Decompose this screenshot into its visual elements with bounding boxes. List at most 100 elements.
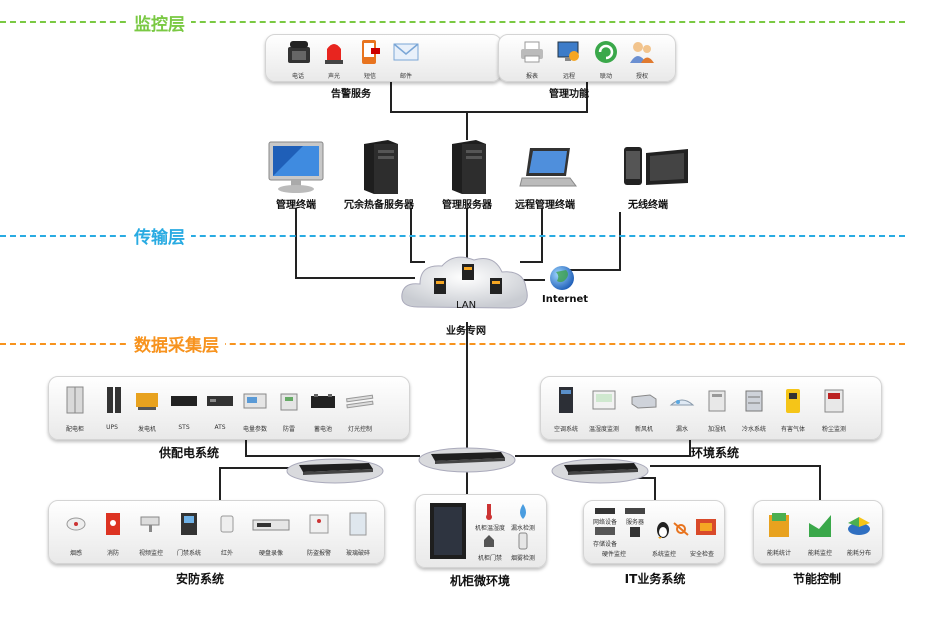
mgmt-server-label: 管理服务器 [442,200,492,211]
sts-icon [171,396,197,406]
backup-server-icon [364,140,398,194]
power-item-label: 发电机 [137,426,157,433]
power-item-label: 配电柜 [65,426,85,433]
env-item-label: 加湿机 [707,426,727,433]
sms-icon [362,40,380,64]
it-item-label: 硬件监控 [601,551,627,558]
battery-icon [311,394,335,408]
chiller-icon [745,390,763,412]
security-system-panel: 烟感 消防 视频监控 门禁系统 红外 硬盘录像 防盗报警 玻璃破碎 [48,500,385,564]
light-control-icon [346,394,374,409]
power-item-label: STS [178,424,190,431]
security-item-label: 消防 [106,550,120,557]
power-item-label: 电量参数 [242,426,268,433]
env-item-label: 冷水系统 [741,426,767,433]
printer-icon [521,41,543,63]
ups-icon [107,387,121,413]
energy-distribution-icon [848,517,870,535]
security-item-label: 硬盘录像 [258,550,284,557]
power-item-label: 蓄电池 [313,426,333,433]
dust-monitor-icon [824,389,844,413]
it-system-panel: 网络设备 服务器 存储设备 硬件监控 系统监控 安全检查 [583,500,725,564]
collect-layer-title: 数据采集层 [128,331,225,356]
monitor-terminal-icon [268,141,324,193]
collect-layer-line [0,343,905,345]
lightning-protection-icon [280,393,298,411]
it-item-label: 系统监控 [651,551,677,558]
security-item-label: 视频监控 [138,550,164,557]
lan-label: LAN [455,300,477,311]
infrared-sensor-icon [220,515,234,533]
it-item-label: 网络设备 [592,519,618,526]
storage-device-icon [595,527,615,535]
server-rack-icon [430,503,466,559]
energy-control-panel: 能耗统计 能耗监控 能耗分布 [753,500,883,564]
security-item-label: 烟感 [69,550,83,557]
access-control-icon [181,513,197,535]
management-function-panel: 报表 远程 联动 授权 [498,34,676,82]
security-item-label: 玻璃破碎 [345,550,371,557]
fire-alarm-icon [106,513,120,535]
env-item-label: 有害气体 [780,426,806,433]
cabinet-item-label: 漏水检测 [510,525,536,532]
cctv-camera-icon [140,516,160,532]
network-switch-right-icon [551,458,649,484]
cabinet-item-label: 烟雾检测 [510,555,536,562]
smoke-sensor-icon [518,532,528,550]
link-icon [595,41,617,63]
energy-item-label: 能耗统计 [766,550,792,557]
wireless-terminal-label: 无线终端 [628,200,668,211]
cabinet-item-label: 机柜门禁 [477,555,503,562]
it-item-label: 存储设备 [592,541,618,548]
env-system-panel: 空调系统 温湿度监测 新风机 漏水 加湿机 冷水系统 有害气体 粉尘监测 [540,376,882,440]
network-switch-center-icon [418,447,516,473]
management-function-label: 管理功能 [549,89,589,100]
alarm-item-label: 邮件 [399,73,413,80]
energy-item-label: 能耗监控 [807,550,833,557]
mgmt-item-label: 远程 [562,73,576,80]
it-item-label: 安全检查 [689,551,715,558]
power-item-label: UPS [106,424,118,431]
security-check-icon [696,519,716,535]
alarm-item-label: 声光 [327,73,341,80]
alarm-service-label: 告警服务 [331,89,371,100]
power-meter-icon [243,393,267,409]
env-system-label: 环境系统 [690,446,740,460]
it-system-label: IT业务系统 [624,572,686,586]
management-server-icon [452,140,486,194]
network-device-icon [595,508,615,514]
env-item-label: 漏水 [675,426,689,433]
env-item-label: 温湿度监测 [588,426,620,433]
network-switch-left-icon [286,458,384,484]
ats-icon [207,396,233,406]
phone-icon [288,41,310,63]
mgmt-item-label: 授权 [635,73,649,80]
power-item-label: 灯光控制 [347,426,373,433]
water-leak-icon [669,399,695,406]
glass-break-icon [349,512,367,536]
lan-cloud-icon [401,256,528,309]
power-item-label: 防雷 [282,426,296,433]
env-item-label: 空调系统 [553,426,579,433]
humidifier-icon [708,390,726,412]
fresh-air-icon [631,394,657,409]
monitor-layer-line [0,21,905,23]
air-conditioner-icon [559,387,573,413]
internet-globe-icon [550,266,574,290]
alarm-service-panel: 电话 声光 短信 邮件 [265,34,502,82]
mobile-device-icon [624,147,688,185]
monitor-layer-title: 监控层 [128,10,191,35]
energy-item-label: 能耗分布 [846,550,872,557]
email-icon [393,43,419,61]
alarm-light-icon [325,44,343,64]
it-item-label: 服务器 [625,519,645,526]
mgmt-item-label: 报表 [525,73,539,80]
cabinet-env-panel: 机柜温湿度 漏水检测 机柜门禁 烟雾检测 [415,494,547,568]
env-item-label: 新风机 [634,426,654,433]
security-system-label: 安防系统 [175,572,225,586]
transport-layer-title: 传输层 [128,223,191,248]
server-device-icon [625,508,645,514]
smoke-detector-icon [66,517,86,531]
laptop-icon [519,148,577,187]
